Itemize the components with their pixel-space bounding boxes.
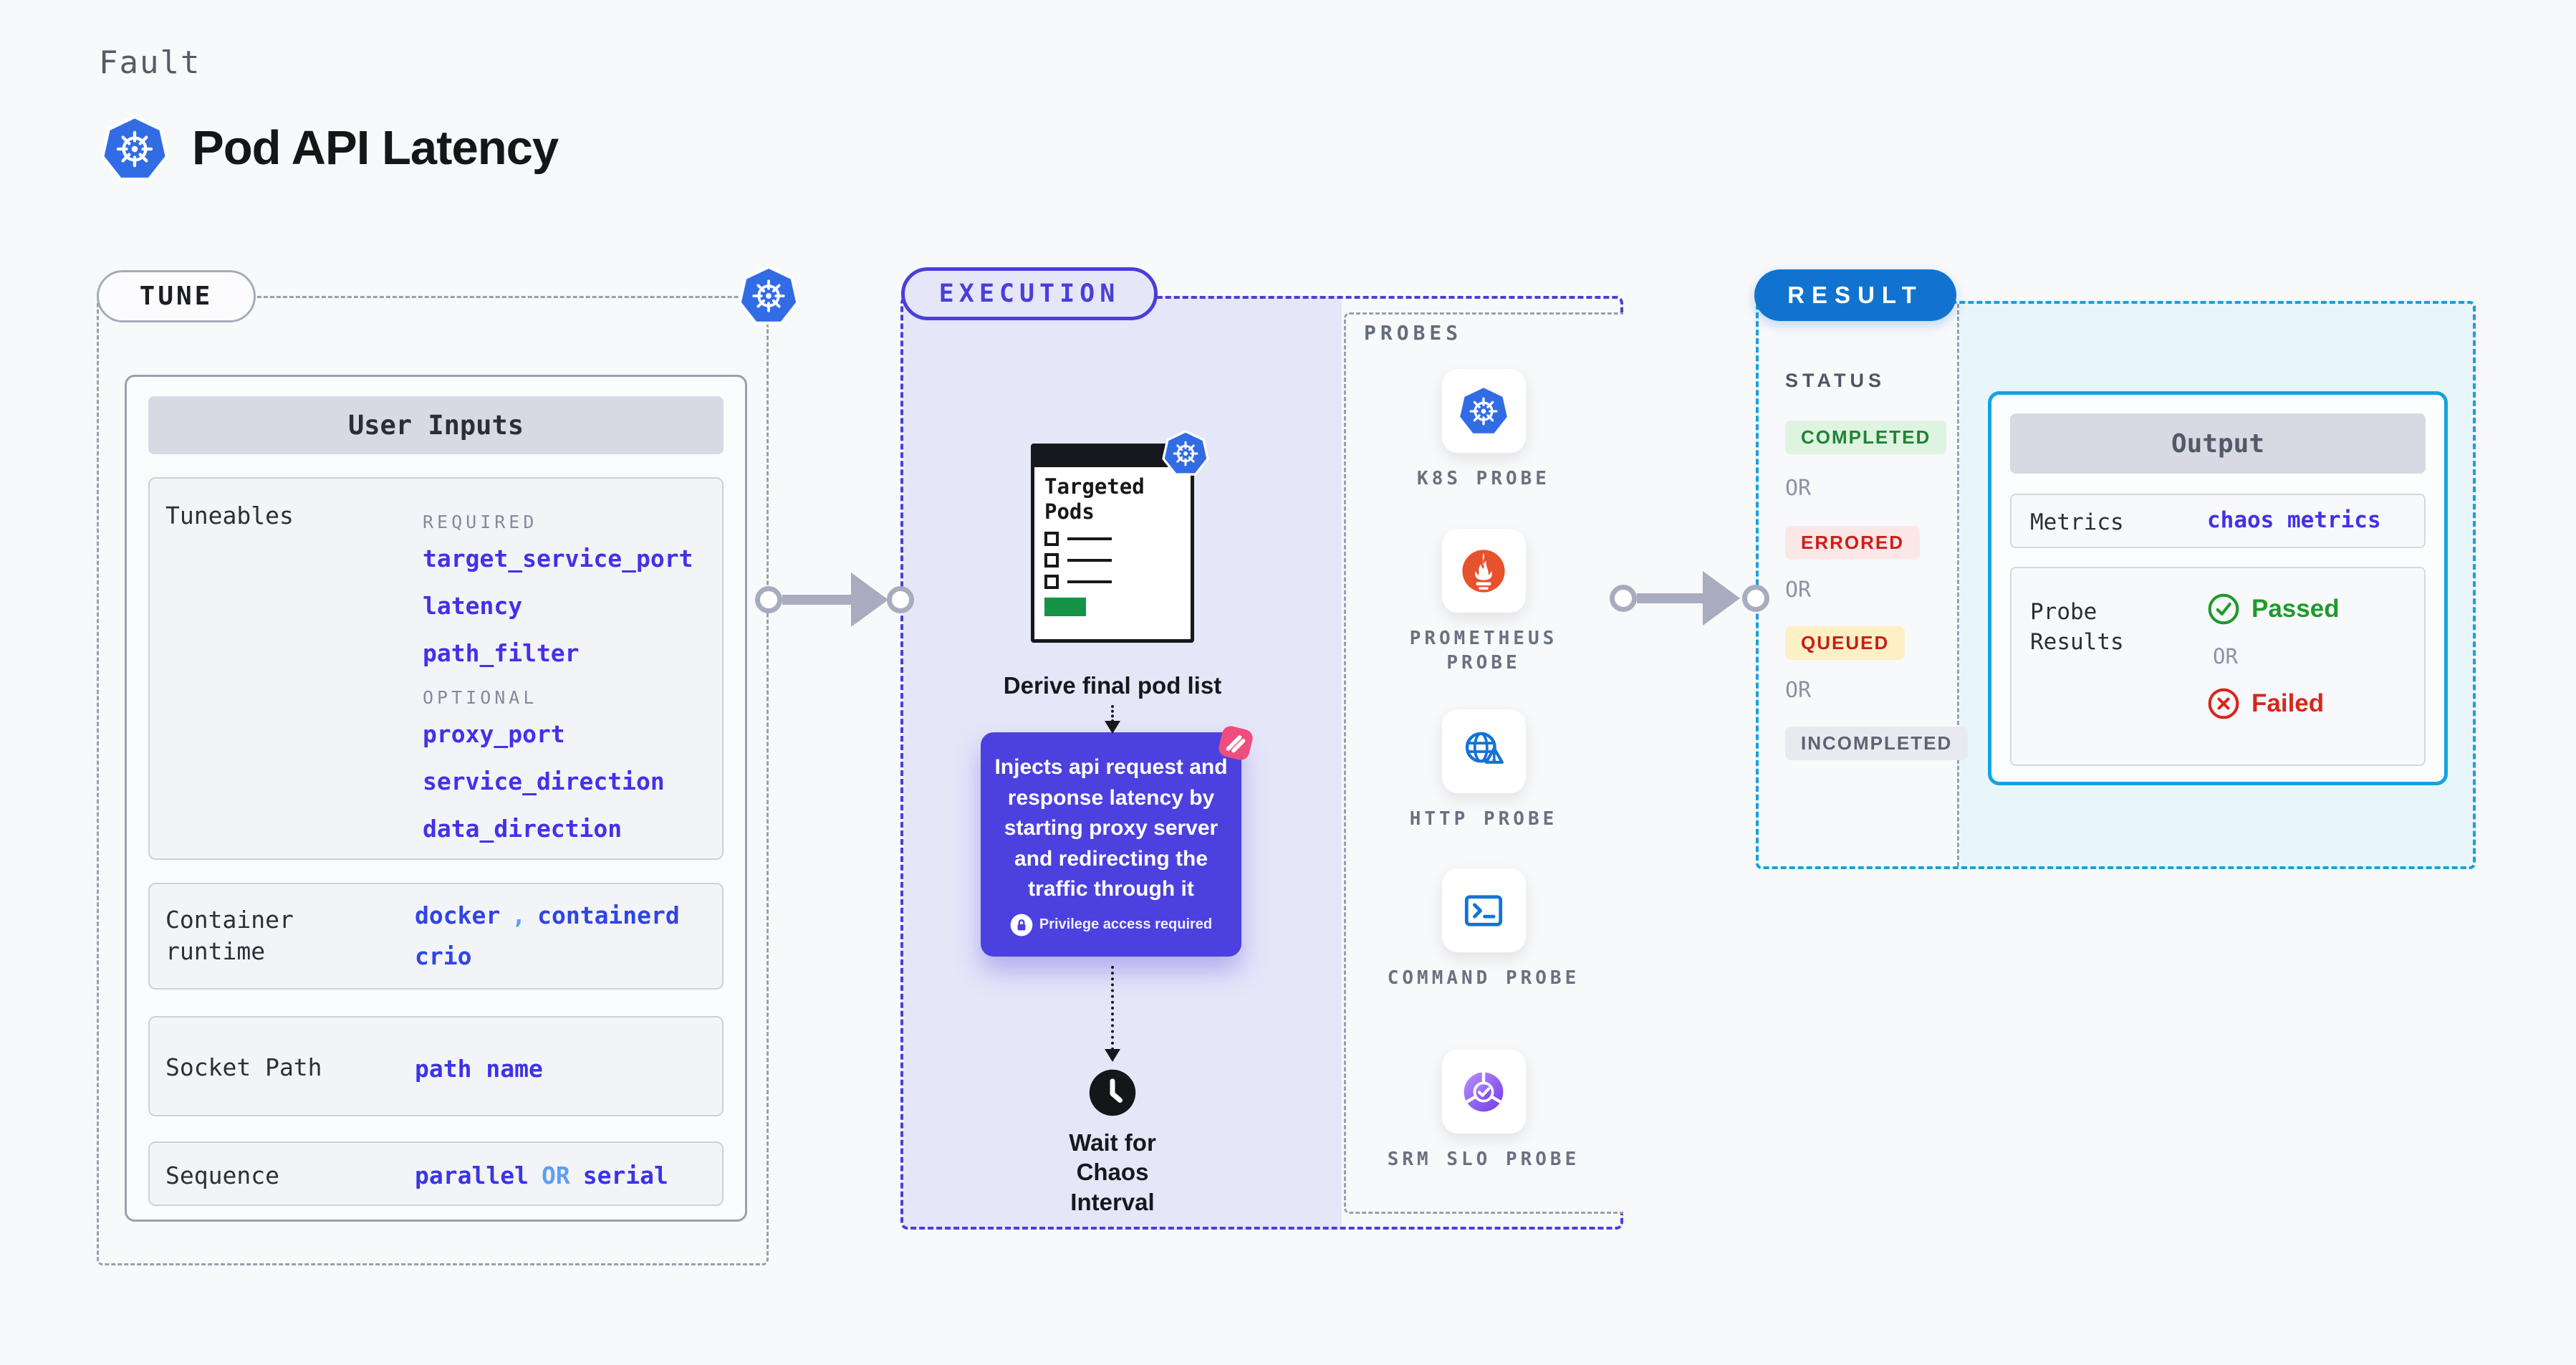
flow-dotted-arrow — [1105, 966, 1120, 1062]
privilege-note: Privilege access required — [1039, 916, 1213, 933]
tuneables-row: Tuneables REQUIRED target_service_port l… — [148, 477, 724, 860]
container-runtime-row: Container runtime docker , containerd cr… — [148, 883, 724, 990]
status-or: OR — [1785, 578, 1812, 603]
probe-card — [1441, 868, 1526, 952]
kubernetes-icon — [1162, 430, 1209, 477]
connector-dot — [887, 586, 914, 613]
failed-cross-icon — [2207, 687, 2240, 720]
tune-section — [97, 296, 769, 1265]
socket-path-label: Socket Path — [165, 1053, 322, 1081]
pod-list-item — [1044, 532, 1191, 546]
connector-dot — [1742, 585, 1769, 612]
srm-slo-probe-icon — [1457, 1065, 1510, 1119]
connector-dot — [1610, 585, 1637, 612]
metrics-row: Metrics chaos metrics — [2010, 494, 2426, 548]
chaos-icon — [1213, 721, 1258, 765]
status-badge-errored: ERRORED — [1785, 526, 1921, 560]
probe-command: COMMAND PROBE — [1351, 868, 1616, 991]
sequence-label: Sequence — [165, 1162, 279, 1189]
status-badge-completed: COMPLETED — [1785, 421, 1947, 454]
user-inputs-card: User Inputs Tuneables REQUIRED target_se… — [125, 375, 747, 1222]
flow-dotted-arrow — [1105, 705, 1120, 734]
runtime-value: docker — [415, 901, 501, 929]
clock-icon — [1087, 1068, 1138, 1118]
output-title: Output — [2010, 413, 2426, 474]
probe-results-label: Probe Results — [2030, 599, 2124, 655]
passed-check-icon — [2207, 593, 2240, 626]
socket-path-row: Socket Path path name — [148, 1016, 724, 1116]
tuneable-required: target_service_port — [423, 545, 693, 573]
probe-srm-slo: SRM SLO PROBE — [1351, 1050, 1616, 1172]
status-or: OR — [1785, 476, 1812, 501]
probe-k8s: K8S PROBE — [1351, 369, 1616, 492]
probe-name: COMMAND PROBE — [1387, 967, 1580, 989]
result-label: RESULT — [1754, 269, 1956, 321]
derive-step-label: Derive final pod list — [1003, 672, 1222, 699]
probes-label: PROBES — [1364, 321, 1463, 345]
probe-card — [1441, 369, 1526, 453]
user-inputs-title: User Inputs — [148, 396, 724, 454]
flow-arrow-tune-to-execution — [782, 573, 888, 627]
kubernetes-icon — [100, 115, 169, 183]
tuneable-optional: proxy_port — [423, 720, 565, 748]
inject-step-card: Injects api request and response latency… — [981, 732, 1241, 957]
probe-name: HTTP PROBE — [1409, 808, 1558, 830]
required-label: REQUIRED — [423, 512, 538, 532]
probe-name: PROMETHEUS PROBE — [1409, 628, 1558, 674]
pod-list-item — [1044, 553, 1191, 567]
metrics-label: Metrics — [2030, 509, 2124, 535]
tuneable-required: path_filter — [423, 639, 580, 667]
probe-card — [1441, 1050, 1526, 1134]
flow-arrow-execution-to-result — [1637, 571, 1740, 626]
runtime-value: crio — [415, 942, 472, 970]
tuneable-optional: data_direction — [423, 815, 623, 843]
sequence-row: Sequence parallel OR serial — [148, 1141, 724, 1206]
metrics-value: chaos metrics — [2207, 507, 2381, 533]
prometheus-icon — [1457, 545, 1510, 598]
runtime-separator: , — [511, 901, 527, 929]
wait-step-label: Wait for Chaos Interval — [1069, 1129, 1156, 1215]
kubernetes-icon — [738, 265, 799, 327]
pod-list-item — [1044, 575, 1191, 589]
tuneables-label: Tuneables — [165, 502, 294, 530]
passed-label: Passed — [2251, 595, 2340, 623]
tuneable-optional: service_direction — [423, 767, 665, 795]
optional-label: OPTIONAL — [423, 687, 538, 708]
tuneable-required: latency — [423, 592, 523, 620]
sequence-value: serial — [582, 1162, 668, 1189]
http-probe-icon — [1457, 725, 1510, 778]
connector-dot — [755, 586, 782, 613]
probe-card — [1441, 709, 1526, 793]
failed-label: Failed — [2251, 689, 2325, 717]
tune-label: TUNE — [97, 270, 256, 322]
targeted-pods-title: Targeted Pods — [1044, 474, 1145, 524]
kubernetes-icon — [1457, 385, 1510, 438]
fault-kicker: Fault — [99, 44, 201, 81]
sequence-value: parallel — [415, 1162, 529, 1189]
inject-step-text: Injects api request and response latency… — [994, 755, 1228, 901]
result-divider — [1957, 304, 1959, 866]
lock-icon — [1010, 914, 1033, 937]
sequence-or: OR — [541, 1162, 570, 1189]
socket-path-value: path name — [415, 1055, 543, 1083]
progress-bar — [1044, 598, 1086, 616]
status-badge-incompleted: INCOMPLETED — [1785, 727, 1969, 760]
page-title: Pod API Latency — [192, 121, 559, 175]
output-card: Output Metrics chaos metrics Probe Resul… — [1988, 391, 2448, 785]
probe-name: SRM SLO PROBE — [1387, 1149, 1580, 1170]
probe-results-row: Probe Results Passed OR Failed — [2010, 567, 2426, 766]
container-runtime-label: Container runtime — [165, 906, 294, 965]
probe-http: HTTP PROBE — [1351, 709, 1616, 832]
result-or: OR — [2213, 644, 2238, 669]
runtime-value: containerd — [537, 901, 680, 929]
status-or: OR — [1785, 678, 1812, 703]
probe-name: K8S PROBE — [1417, 468, 1550, 489]
status-label: STATUS — [1785, 370, 1885, 391]
status-badge-queued: QUEUED — [1785, 626, 1905, 660]
execution-label: EXECUTION — [901, 267, 1158, 320]
command-probe-icon — [1457, 884, 1510, 937]
probe-prometheus: PROMETHEUS PROBE — [1351, 529, 1616, 676]
probe-card — [1441, 529, 1526, 613]
